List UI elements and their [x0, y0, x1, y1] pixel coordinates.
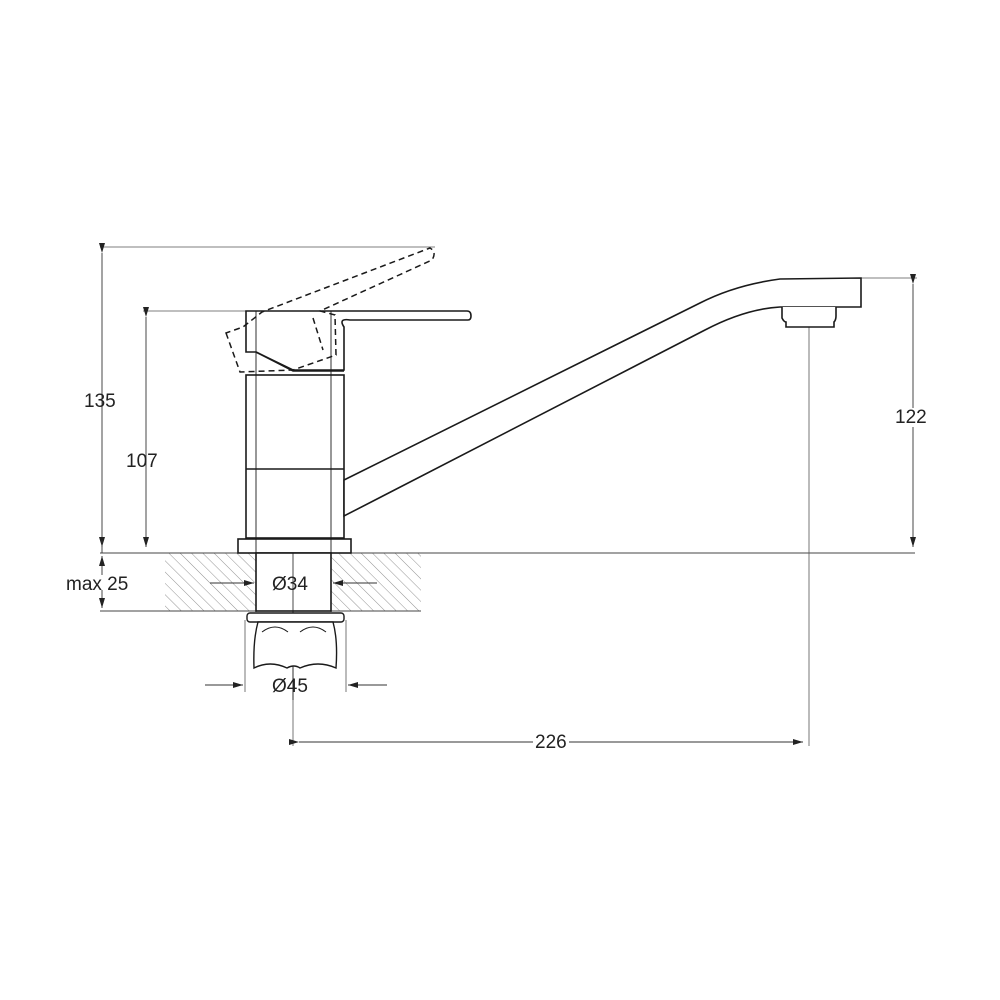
spout	[343, 277, 862, 518]
dim-hole-diameter: Ø34	[272, 574, 308, 595]
dim-total-height: 135	[84, 391, 116, 412]
mounting-nut	[246, 612, 345, 670]
lever-raised-position	[225, 247, 435, 373]
dim-nut-diameter: Ø45	[272, 676, 308, 697]
dim-spout-reach: 226	[533, 732, 569, 753]
dim-body-height: 107	[126, 451, 158, 472]
dim-max-thickness: max 25	[66, 574, 129, 595]
countertop-section	[100, 552, 915, 612]
faucet-body	[237, 310, 472, 700]
dim-spout-height: 122	[895, 407, 927, 428]
